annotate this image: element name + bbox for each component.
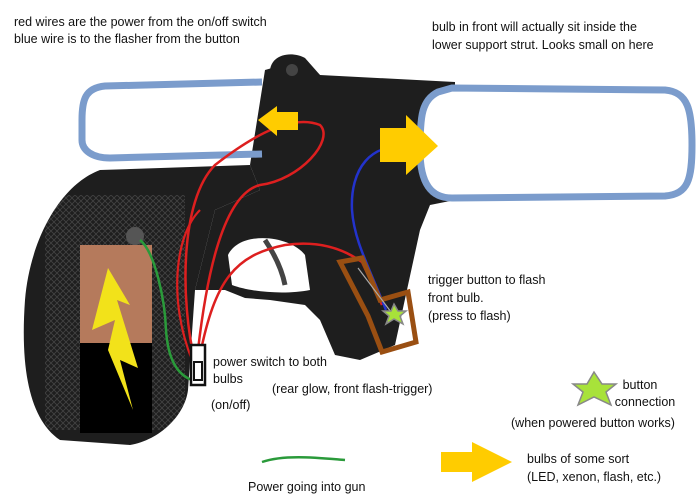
rear-bulb-outline <box>82 82 262 158</box>
front-bulb-note-line1: bulb in front will actually sit inside t… <box>432 20 637 35</box>
legend-green-wire <box>262 457 345 462</box>
gun-frame <box>195 60 455 360</box>
legend-bulbs-label-line2: (LED, xenon, flash, etc.) <box>527 470 661 485</box>
front-bulb-note-line2: lower support strut. Looks small on here <box>432 38 654 53</box>
front-bulb-outline <box>420 88 692 198</box>
rear-front-note: (rear glow, front flash-trigger) <box>272 382 432 397</box>
power-switch-note-line1: power switch to both <box>213 355 327 370</box>
legend-button-label-line1: button <box>610 378 670 393</box>
power-switch-note-line3: (on/off) <box>211 398 250 413</box>
legend-power-wire-label: Power going into gun <box>248 480 365 495</box>
legend-bulb-arrow <box>441 442 512 482</box>
wires-note-line1: red wires are the power from the on/off … <box>14 15 267 30</box>
trigger-note-line1: trigger button to flash <box>428 273 545 288</box>
power-switch-lever <box>194 362 202 380</box>
legend-button-label-line2: connection <box>605 395 685 410</box>
trigger-note-line3: (press to flash) <box>428 309 511 324</box>
trigger-note-line2: front bulb. <box>428 291 484 306</box>
legend-bulbs-label-line1: bulbs of some sort <box>527 452 629 467</box>
legend-button-label-line3: (when powered button works) <box>511 416 675 431</box>
hammer-screw <box>286 64 298 76</box>
wires-note-line2: blue wire is to the flasher from the but… <box>14 32 240 47</box>
power-switch-note-line2: bulbs <box>213 372 243 387</box>
